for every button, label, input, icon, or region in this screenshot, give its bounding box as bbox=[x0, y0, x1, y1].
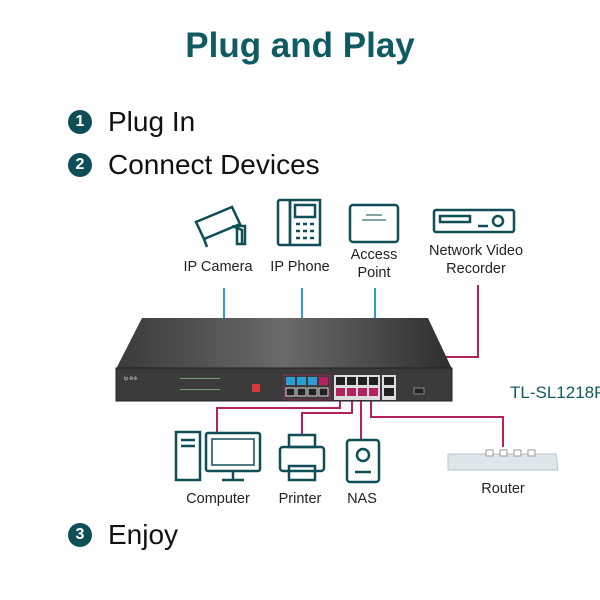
computer-icon bbox=[174, 430, 262, 482]
computer-cable bbox=[216, 396, 341, 433]
switch-model-label: TL-SL1218P bbox=[510, 383, 600, 402]
printer-icon bbox=[278, 433, 326, 482]
step-number-badge: 2 bbox=[68, 153, 92, 177]
step-plug-in: 1 Plug In bbox=[68, 106, 195, 138]
ip-phone-label: IP Phone bbox=[270, 259, 329, 275]
router-cable bbox=[370, 396, 504, 447]
nvr-label-line2: Recorder bbox=[446, 261, 506, 277]
ip-camera-label: IP Camera bbox=[183, 259, 253, 275]
switch-device: tp-link bbox=[115, 318, 453, 402]
step-label: Connect Devices bbox=[108, 149, 320, 180]
nvr-label-line1: Network Video bbox=[429, 243, 523, 259]
ip-camera-icon bbox=[194, 205, 247, 248]
access-point-label-line1: Access bbox=[351, 247, 398, 263]
computer-label: Computer bbox=[186, 491, 250, 507]
router-label: Router bbox=[481, 481, 525, 497]
ip-phone-icon bbox=[276, 198, 322, 247]
access-point-icon bbox=[348, 203, 400, 244]
tp-link-logo: tp-link bbox=[124, 376, 138, 382]
step-enjoy: 3 Enjoy bbox=[68, 519, 178, 551]
poe-ports bbox=[285, 377, 329, 397]
data-ports bbox=[334, 375, 425, 400]
step-label: Enjoy bbox=[108, 519, 179, 550]
step-number-badge: 3 bbox=[68, 523, 92, 547]
step-label: Plug In bbox=[108, 106, 196, 137]
access-point-label-line2: Point bbox=[357, 265, 390, 281]
nas-label: NAS bbox=[347, 491, 377, 507]
printer-label: Printer bbox=[279, 491, 322, 507]
nas-icon bbox=[345, 438, 381, 484]
step-connect-devices: 2 Connect Devices bbox=[68, 149, 320, 181]
printer-cable bbox=[301, 396, 353, 435]
step-number-badge: 1 bbox=[68, 110, 92, 134]
nvr-icon bbox=[432, 208, 516, 234]
page-title: Plug and Play bbox=[185, 26, 415, 65]
router-icon bbox=[447, 449, 559, 471]
